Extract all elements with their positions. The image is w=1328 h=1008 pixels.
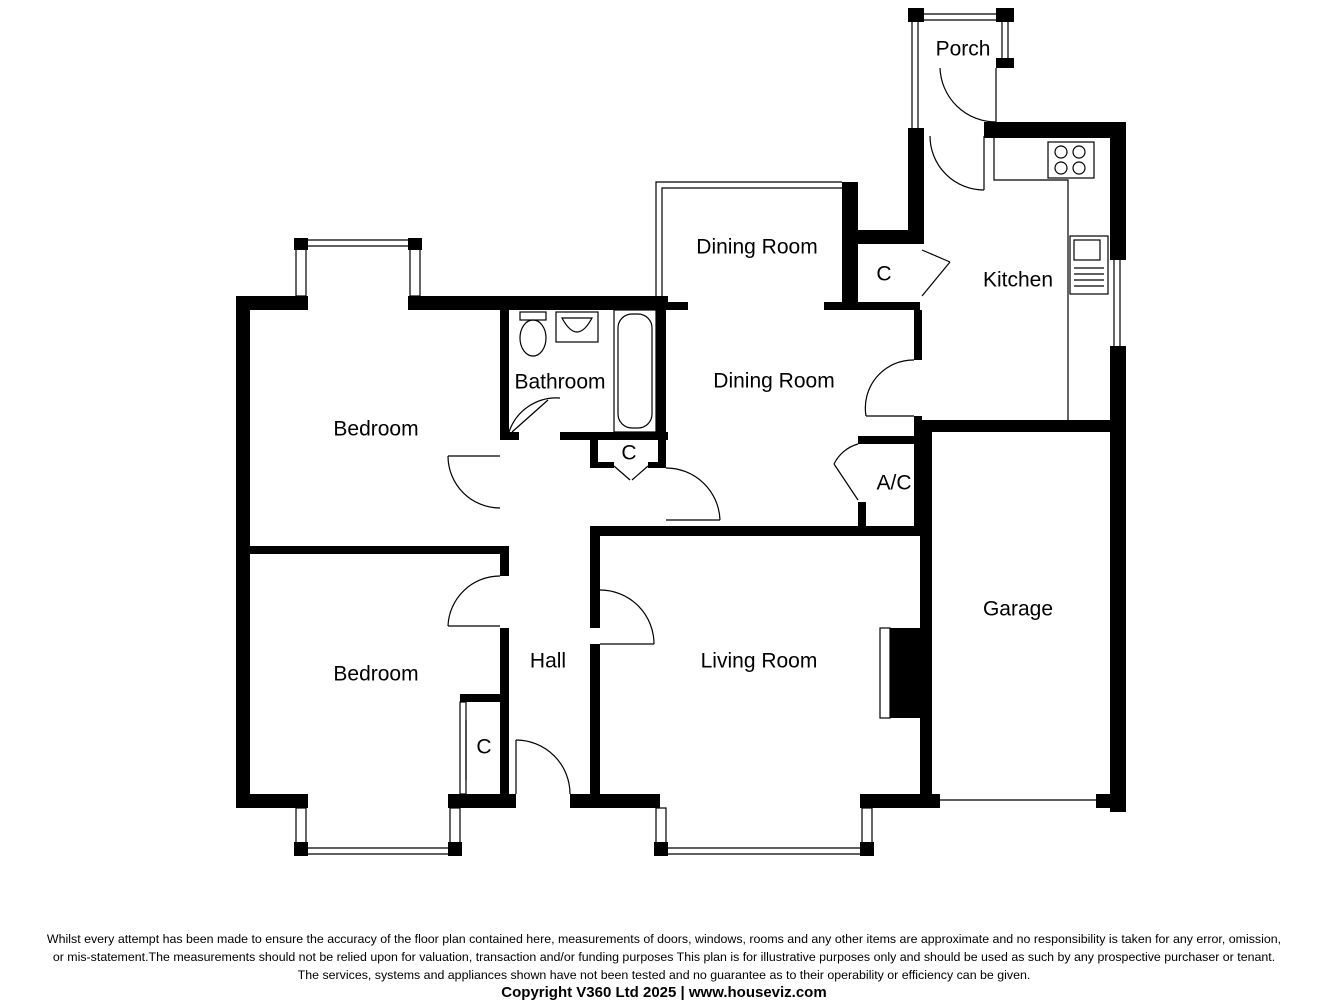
copyright-notice: Copyright V360 Ltd 2025 | www.houseviz.c… <box>501 984 827 1001</box>
fireplace <box>879 627 891 719</box>
toilet-icon <box>519 311 547 321</box>
cupboard-bedroom-label: C <box>476 736 491 759</box>
bathroom-label: Bathroom <box>514 371 605 394</box>
room-labels: Porch Kitchen Dining Room Dining Room C … <box>333 38 1053 759</box>
sink-icon <box>1069 235 1109 295</box>
cupboard-dining-label: C <box>876 263 891 286</box>
porch-label: Porch <box>936 38 991 61</box>
bathroom-fittings <box>519 309 657 433</box>
bedroom-upper-label: Bedroom <box>333 418 418 441</box>
hall-label: Hall <box>530 650 566 673</box>
disclaimer-line-3: The services, systems and appliances sho… <box>297 968 1031 982</box>
bedroom-lower-label: Bedroom <box>333 663 418 686</box>
living-room-label: Living Room <box>701 650 818 673</box>
disclaimer: Whilst every attempt has been made to en… <box>0 930 1328 984</box>
dining-room-upper-label: Dining Room <box>696 236 817 259</box>
garage-label: Garage <box>983 598 1053 621</box>
windows <box>237 13 1121 855</box>
dining-room-lower-label: Dining Room <box>713 370 834 393</box>
walls <box>236 8 1126 856</box>
kitchen-label: Kitchen <box>983 269 1053 292</box>
doors <box>447 67 997 795</box>
disclaimer-line-2: or mis-statement.The measurements should… <box>52 950 1276 964</box>
bath-icon <box>613 309 657 433</box>
airing-cupboard-label: A/C <box>876 472 911 495</box>
disclaimer-line-1: Whilst every attempt has been made to en… <box>46 932 1282 946</box>
cupboard-hall-label: C <box>621 442 636 465</box>
floor-plan: Porch Kitchen Dining Room Dining Room C … <box>236 8 1126 856</box>
basin-icon <box>555 311 599 343</box>
hob-icon <box>1047 141 1095 179</box>
kitchen-fittings <box>993 138 1109 420</box>
